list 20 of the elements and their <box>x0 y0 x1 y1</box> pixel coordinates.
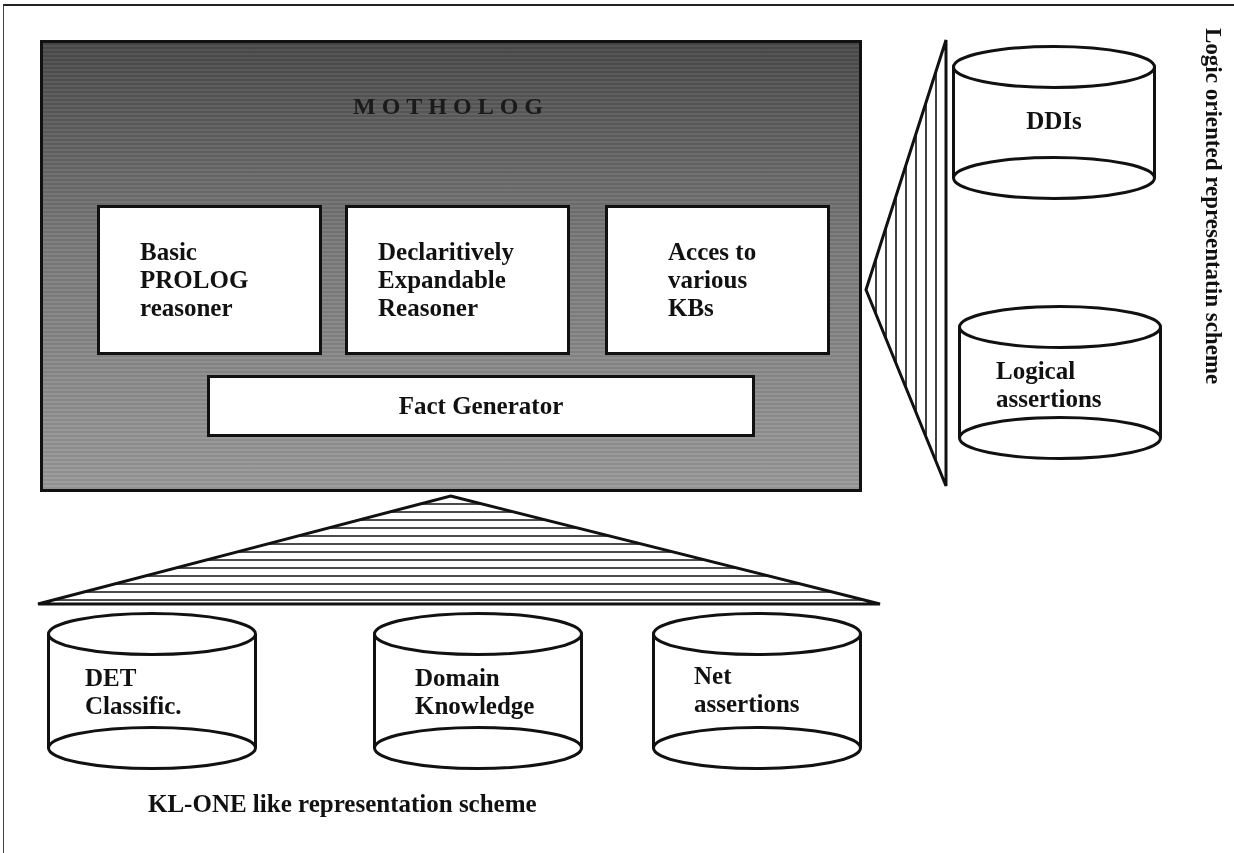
system-panel <box>40 40 862 492</box>
module-box: Acces to various KBs <box>605 205 830 355</box>
database-label: Domain Knowledge <box>415 664 536 720</box>
module-box: Basic PROLOG reasoner <box>97 205 322 355</box>
database-label: Net assertions <box>694 662 801 718</box>
hatched-triangle <box>866 40 946 486</box>
panel-title: MOTHOLOG <box>352 93 550 120</box>
database-cylinder <box>652 612 862 770</box>
database-cylinder <box>952 45 1156 200</box>
database-cylinder <box>47 612 257 770</box>
scheme-caption: KL-ONE like representation scheme <box>148 790 537 818</box>
database-label: DET Classific. <box>85 664 183 720</box>
database-cylinder <box>958 305 1162 460</box>
scheme-caption: Logic oriented representatin scheme <box>1200 28 1226 385</box>
module-box: Fact Generator <box>207 375 755 437</box>
module-box: Declaritively Expandable Reasoner <box>345 205 570 355</box>
database-cylinder <box>373 612 583 770</box>
hatched-triangle <box>38 496 880 604</box>
database-label: Logical assertions <box>996 357 1103 413</box>
database-label: DDIs <box>1025 107 1083 135</box>
